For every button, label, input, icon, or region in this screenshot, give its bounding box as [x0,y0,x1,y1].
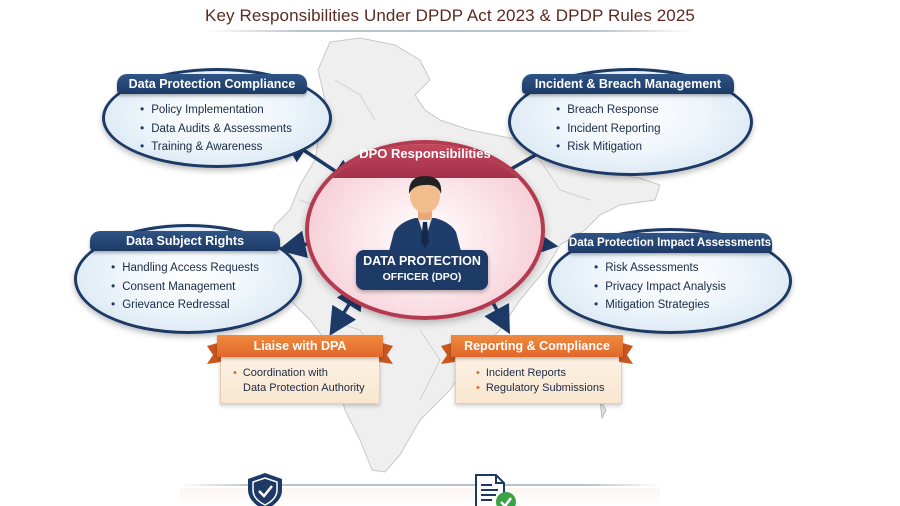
node-liaise-list: •Coordination with Data Protection Autho… [233,366,365,395]
node-reporting-list: •Incident Reports •Regulatory Submission… [476,366,604,395]
node-compliance-list: Policy Implementation Data Audits & Asse… [140,100,292,156]
list-item: Mitigation Strategies [594,295,726,314]
dpo-label: DATA PROTECTION OFFICER (DPO) [356,250,488,290]
node-rights-title: Data Subject Rights [90,231,280,251]
bottom-divider [180,484,660,486]
node-reporting-box [455,350,622,404]
list-item: Policy Implementation [140,100,292,119]
page-title: Key Responsibilities Under DPDP Act 2023… [205,6,695,25]
title-divider [205,30,695,32]
node-compliance-title: Data Protection Compliance [117,74,307,94]
list-item: Privacy Impact Analysis [594,277,726,296]
dpo-label-line2: OFFICER (DPO) [382,271,462,283]
list-item: Handling Access Requests [111,258,259,277]
shield-check-icon [248,473,282,506]
list-item: •Coordination with [233,367,328,379]
list-item: Breach Response [556,100,661,119]
list-item: Data Audits & Assessments [140,119,292,138]
list-item: •Regulatory Submissions [476,381,605,394]
node-rights-list: Handling Access Requests Consent Managem… [111,258,259,314]
node-dpia-title: Data Protection Impact Assessments [568,233,772,253]
node-dpia-list: Risk Assessments Privacy Impact Analysis… [594,258,726,314]
node-incident-title: Incident & Breach Management [522,74,734,94]
list-item: Risk Mitigation [556,137,661,156]
list-item: Incident Reporting [556,119,660,138]
list-item: Data Protection Authority [243,381,365,394]
dpo-center-cap [309,144,541,178]
document-check-icon [475,474,516,506]
node-incident-list: Breach Response Incident Reporting Risk … [556,100,661,156]
bullet-dot: • [233,367,237,379]
bullet-dot: • [476,381,480,394]
list-item: Training & Awareness [140,137,292,156]
person-icon [388,176,462,255]
dpo-label-line1: DATA PROTECTION [363,254,481,268]
node-liaise-title: Liaise with DPA [217,335,383,357]
list-item: Risk Assessments [594,258,726,277]
dpo-center-title: DPO Responsibilities [359,146,491,161]
bottom-band [180,488,660,506]
node-reporting-title: Reporting & Compliance [451,335,623,357]
list-item: Grievance Redressal [111,295,259,314]
bullet-dot: • [476,367,480,379]
list-item: Consent Management [111,277,259,296]
list-item: •Incident Reports [476,367,566,379]
node-liaise-box [220,350,380,404]
